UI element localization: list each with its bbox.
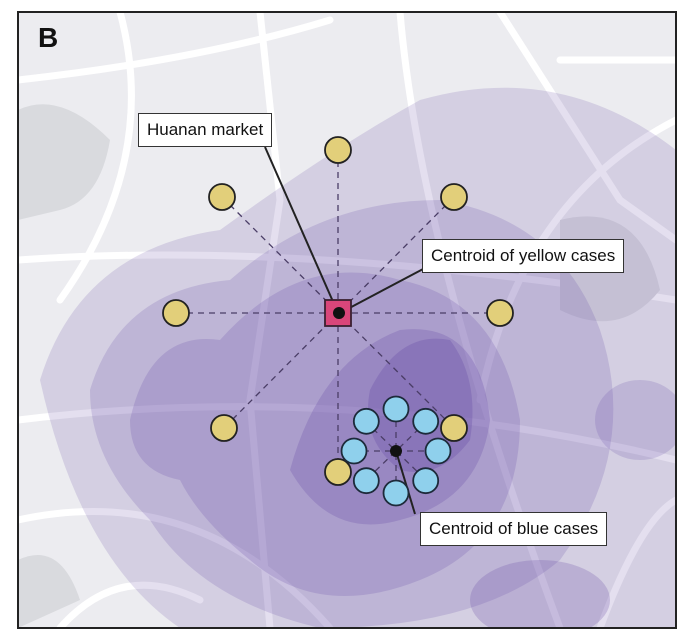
blue-centroid-label: Centroid of blue cases xyxy=(420,512,608,546)
blue-case-marker xyxy=(382,395,410,423)
panel-border xyxy=(17,11,677,629)
yellow-case-marker xyxy=(208,183,236,211)
blue-case-marker xyxy=(424,437,452,465)
panel-label: B xyxy=(38,22,59,53)
yellow-centroid-dot xyxy=(333,307,345,319)
yellow-case-marker xyxy=(324,136,352,164)
blue-case-marker xyxy=(412,467,440,495)
yellow-case-marker xyxy=(440,183,468,211)
blue-case-marker xyxy=(382,479,410,507)
blue-case-marker xyxy=(340,437,368,465)
blue-case-marker xyxy=(352,467,380,495)
blue-centroid-dot xyxy=(390,445,402,457)
blue-case-marker xyxy=(412,407,440,435)
yellow-case-marker xyxy=(162,299,190,327)
yellow-case-marker xyxy=(210,414,238,442)
label-leader-lines xyxy=(264,146,426,515)
huanan-market-label: Huanan market xyxy=(138,113,273,147)
roads xyxy=(18,12,676,628)
yellow-centroid-label: Centroid of yellow cases xyxy=(422,239,625,273)
yellow-case-marker xyxy=(440,414,468,442)
blue-case-marker xyxy=(352,407,380,435)
yellow-case-marker xyxy=(324,458,352,486)
yellow-case-marker xyxy=(486,299,514,327)
